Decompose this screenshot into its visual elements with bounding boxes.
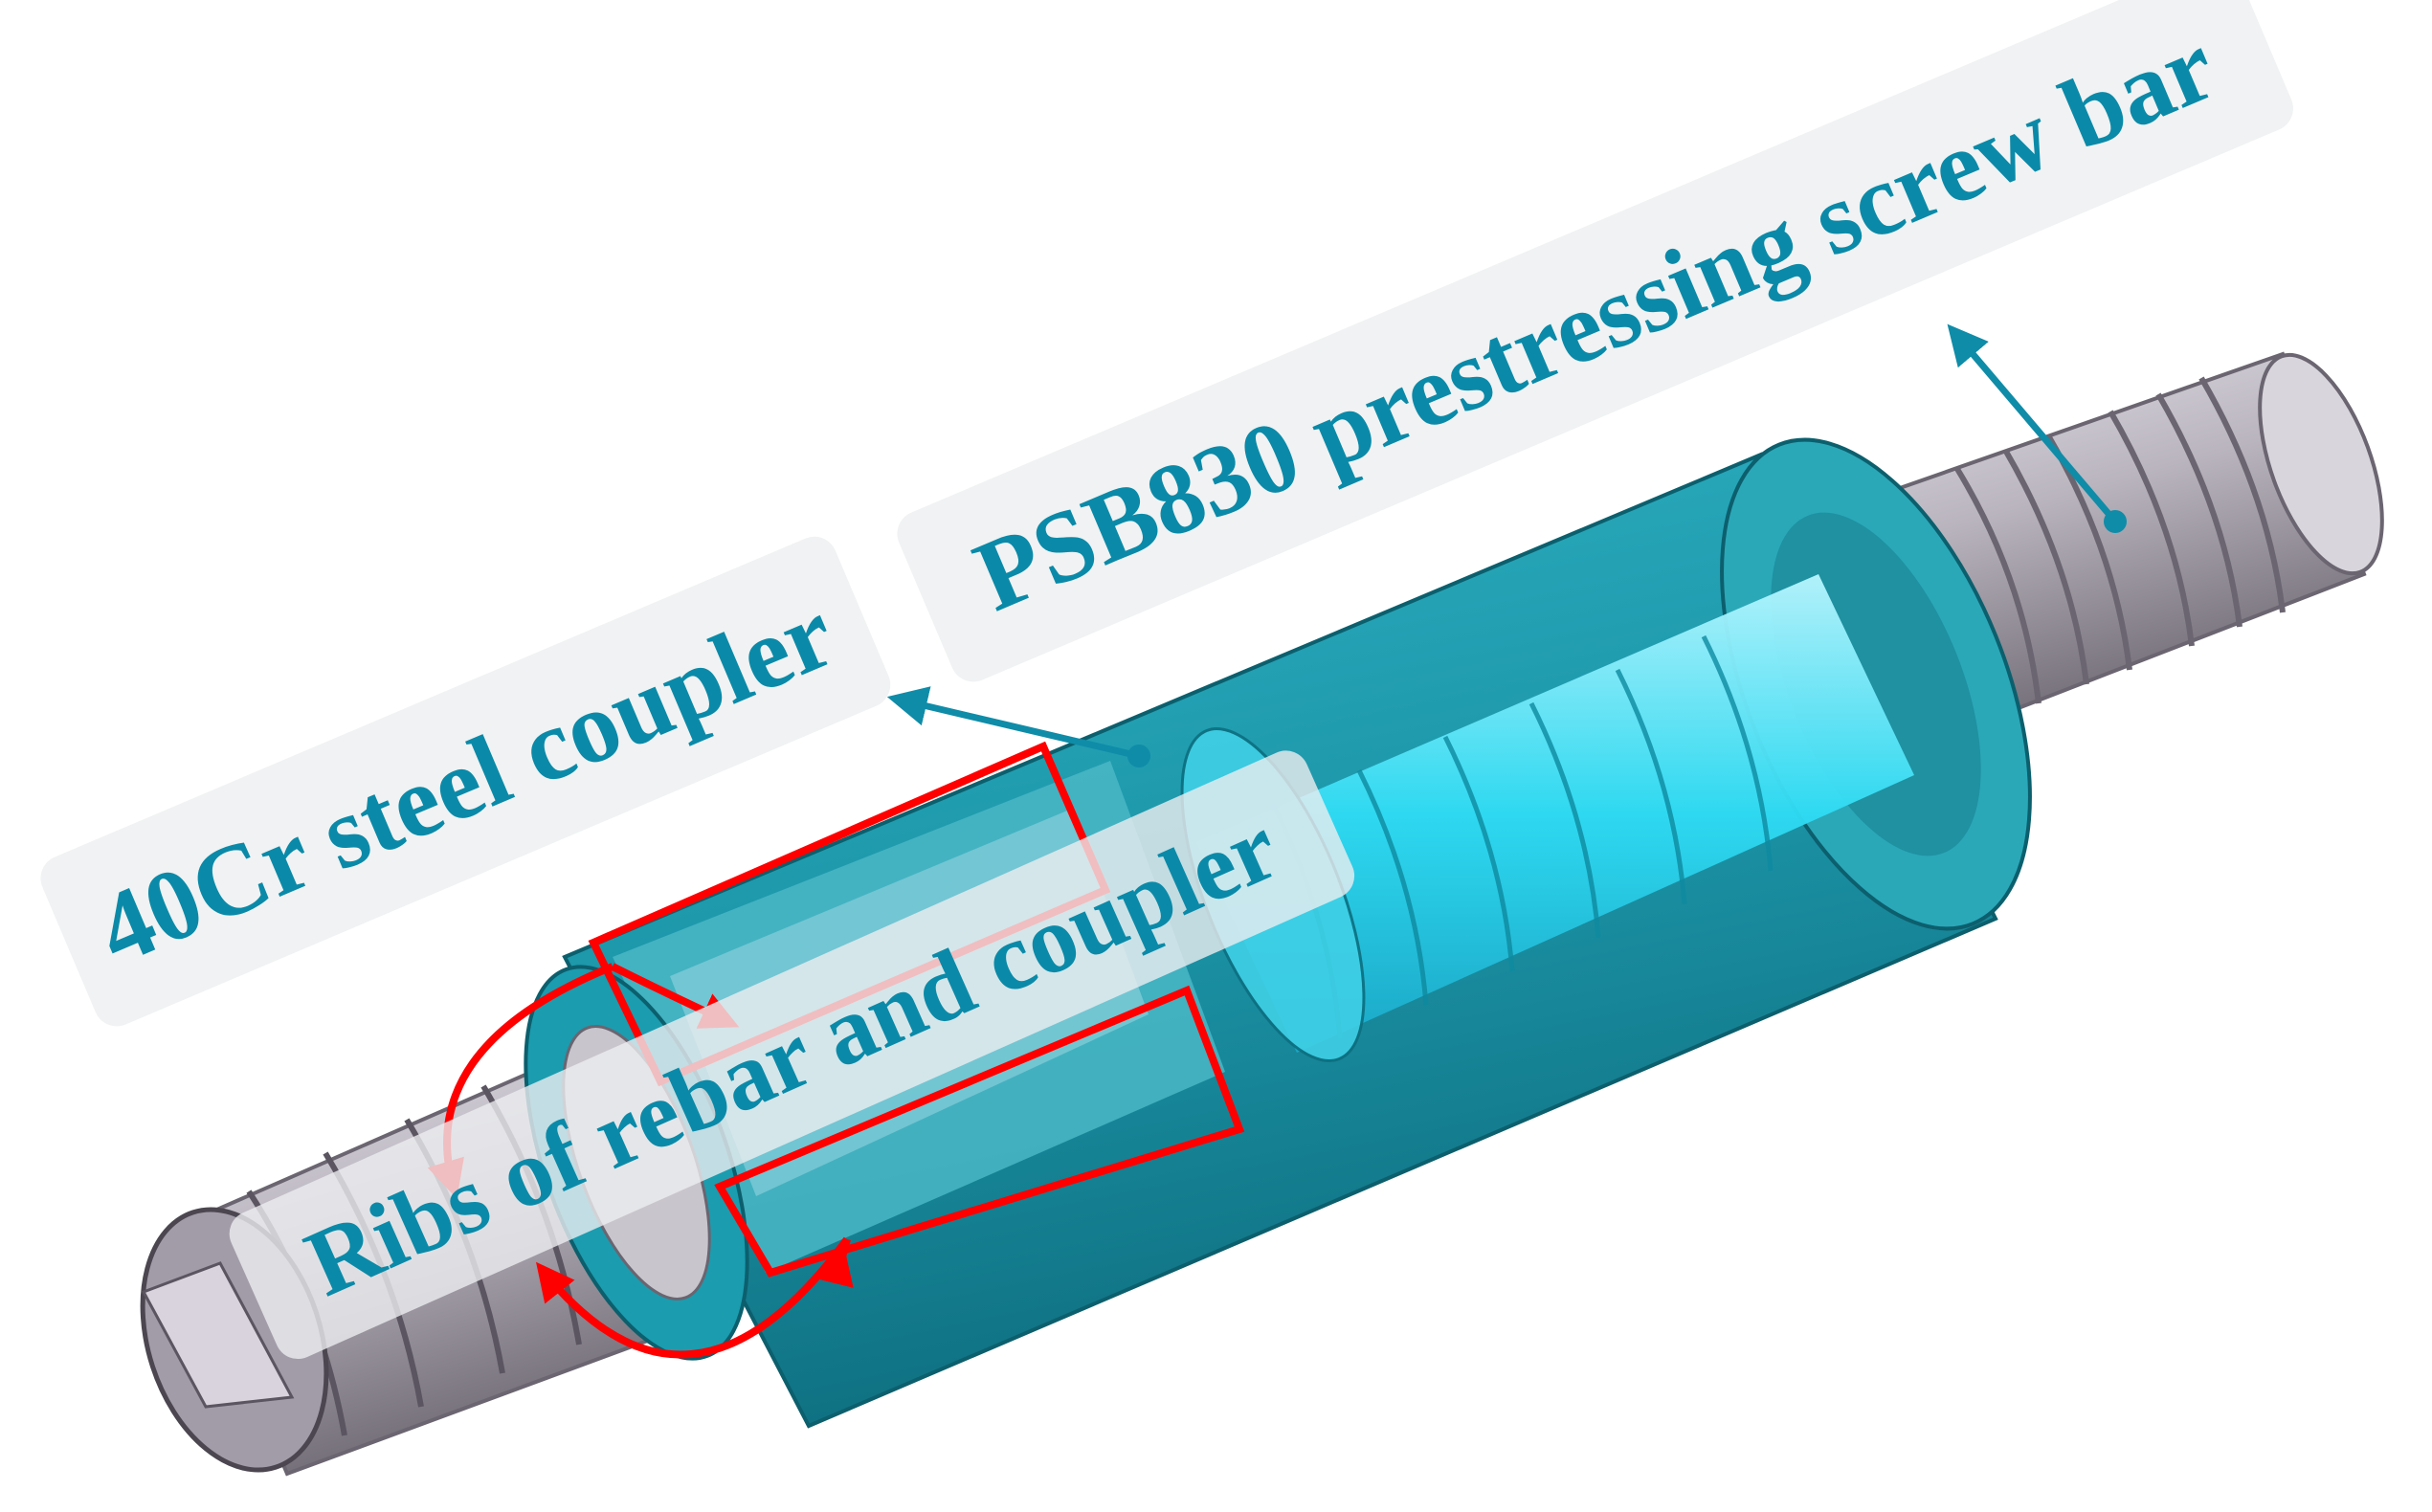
leader-lines bbox=[886, 323, 2127, 767]
leader-coupler bbox=[886, 686, 1140, 760]
rib-arrow-lower bbox=[536, 1236, 851, 1359]
rib-highlight-lower bbox=[714, 985, 1245, 1278]
rib-arrow-lower-inner bbox=[815, 1237, 854, 1288]
leader-screw-bar bbox=[1947, 323, 2118, 524]
screw-bar bbox=[1897, 351, 2384, 725]
